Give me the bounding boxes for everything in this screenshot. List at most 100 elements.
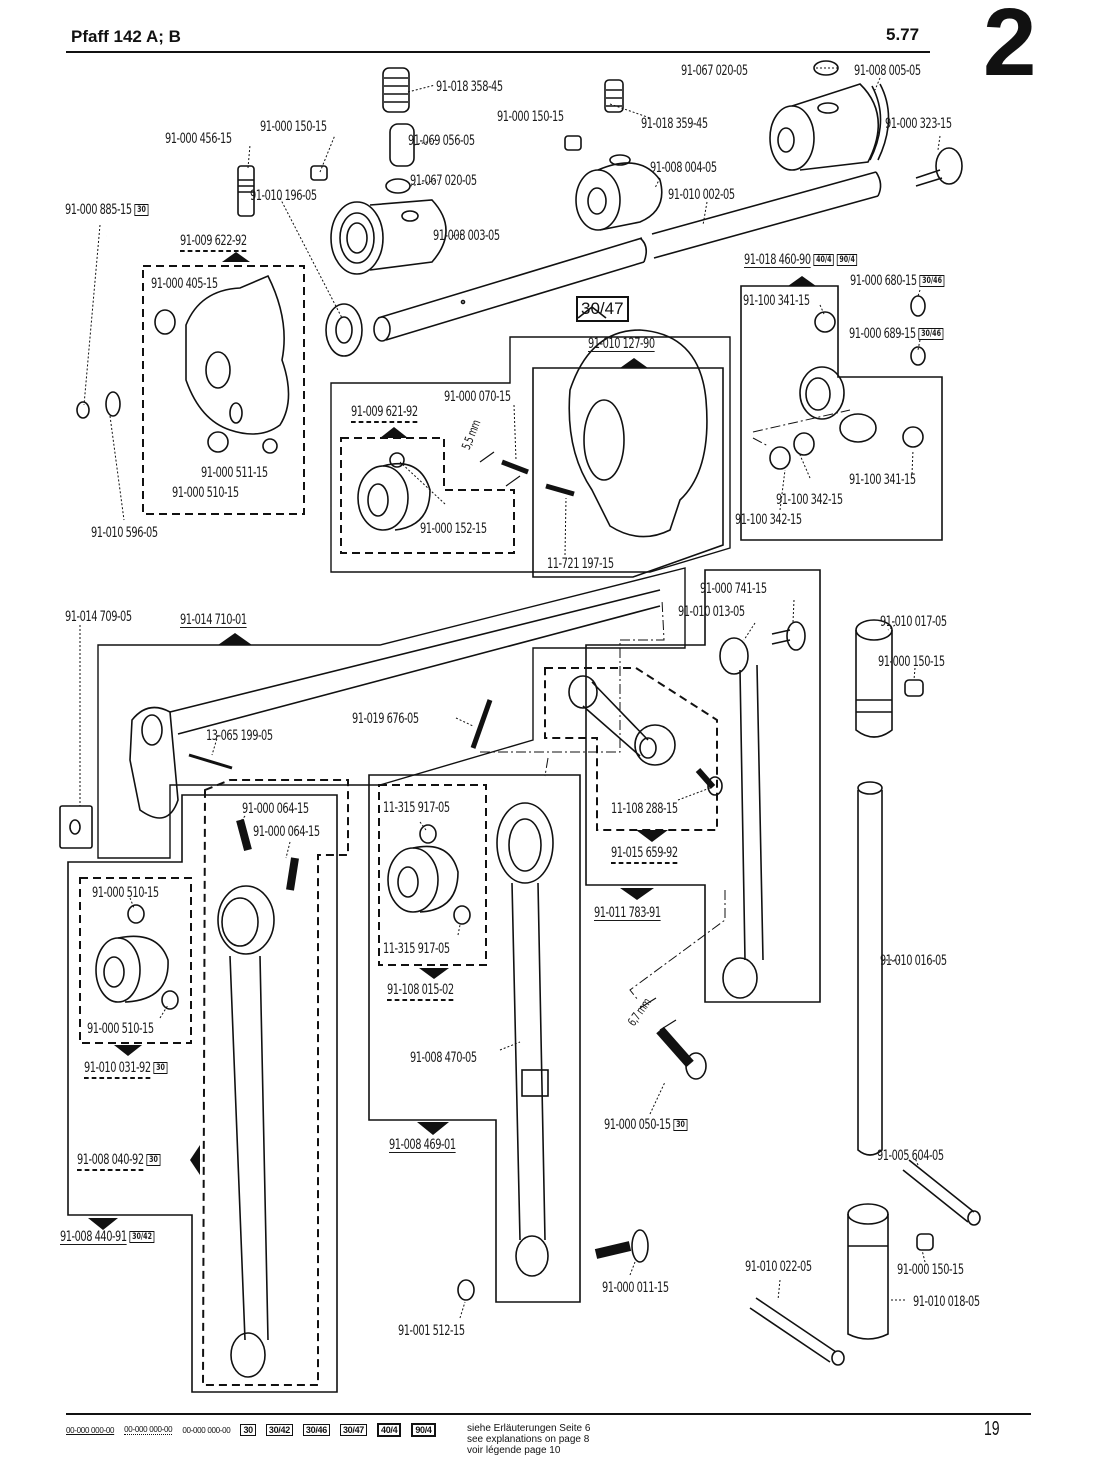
frame-91-009-621-92 (340, 437, 515, 554)
part-label[interactable]: 91-000 405-15 (151, 276, 218, 292)
assembly-label[interactable]: 91-008 469-01 (389, 1137, 456, 1153)
note-en: see explanations on page 8 (467, 1434, 590, 1445)
part-label[interactable]: 91-069 056-05 (408, 133, 475, 149)
frame-91-010-031-92 (79, 877, 192, 1044)
revision-date: 5.77 (886, 25, 920, 44)
assembly-label[interactable]: 91-011 783-91 (594, 905, 661, 921)
header-rule (66, 51, 930, 53)
part-label[interactable]: 91-019 676-05 (352, 711, 419, 727)
part-label[interactable]: 91-000 456-15 (165, 131, 232, 147)
part-label[interactable]: 91-100 342-15 (776, 492, 843, 508)
variant-tag: 30/46 (918, 328, 944, 340)
part-label[interactable]: 11-721 197-15 (547, 556, 614, 572)
part-label[interactable]: 91-001 512-15 (398, 1323, 465, 1339)
note-de: siehe Erläuterungen Seite 6 (467, 1423, 591, 1434)
center-lines (480, 409, 851, 1001)
part-label[interactable]: 91-010 196-05 (250, 188, 317, 204)
frame-91-014-710-01 (97, 567, 686, 859)
part-label[interactable]: 11-315 917-05 (383, 941, 450, 957)
subassembly-label[interactable]: 91-015 659-92 (611, 845, 678, 864)
part-label[interactable]: 91-000 152-15 (420, 521, 487, 537)
part-label[interactable]: 91-010 002-05 (668, 187, 735, 203)
washer-91-010-196-05 (325, 303, 363, 357)
part-label[interactable]: 91-000 150-15 (897, 1262, 964, 1278)
page-title: Pfaff 142 A; B (71, 27, 181, 46)
part-label[interactable]: 91-100 341-15 (743, 293, 810, 309)
large-parts (95, 274, 893, 1378)
part-label[interactable]: 91-010 013-05 (678, 604, 745, 620)
part-label[interactable]: 91-010 596-05 (91, 525, 158, 541)
bushing-91-008-005-05 (769, 83, 890, 171)
small-parts (59, 60, 981, 1366)
part-label[interactable]: 91-018 359-45 (641, 116, 708, 132)
part-label[interactable]: 91-000 064-15 (253, 824, 320, 840)
variant-tag: 30/42 (129, 1231, 155, 1243)
part-label[interactable]: 13-065 199-05 (206, 728, 273, 744)
assembly-frames (67, 285, 943, 1393)
part-label[interactable]: 91-000 064-15 (242, 801, 309, 817)
part-label[interactable]: 91-000 510-15 (92, 885, 159, 901)
part-label[interactable]: 91-010 016-05 (880, 953, 947, 969)
part-label[interactable]: 91-005 604-05 (877, 1148, 944, 1164)
assembly-label[interactable]: 91-010 127-90 (588, 336, 655, 352)
part-label[interactable]: 91-008 470-05 (410, 1050, 477, 1066)
legend-key-assembly: 00-000 000-00 (66, 1425, 115, 1435)
part-label[interactable]: 91-000 323-15 (885, 116, 952, 132)
part-label[interactable]: 91-014 709-05 (65, 609, 132, 625)
part-label[interactable]: 91-000 150-15 (260, 119, 327, 135)
variant-tag: 30 (673, 1119, 688, 1131)
part-label[interactable]: 91-067 020-05 (410, 173, 477, 189)
legend-tag: 30/47 (339, 1424, 367, 1436)
part-label[interactable]: 91-100 341-15 (849, 472, 916, 488)
frame-91-008-440-91 (67, 794, 338, 1393)
subassembly-label[interactable]: 91-009 622-92 (180, 233, 247, 252)
legend-key-part: 00-000 000-00 (182, 1425, 231, 1435)
variant-tag: 30 (146, 1154, 161, 1166)
footer-legend: 00-000 000-00 00-000 000-00 00-000 000-0… (66, 1423, 436, 1437)
frame-outer-3047 (330, 336, 731, 573)
part-label[interactable]: 91-000 510-15 (87, 1021, 154, 1037)
part-label[interactable]: 91-000 150-15 (497, 109, 564, 125)
part-label[interactable]: 91-000 510-15 (172, 485, 239, 501)
part-label[interactable]: 91-000 070-15 (444, 389, 511, 405)
frame-91-008-469-01 (368, 774, 581, 1303)
part-label[interactable]: 11-108 288-15 (611, 801, 678, 817)
bushing-91-008-003-05 (330, 199, 447, 275)
part-label[interactable]: 91-010 018-05 (913, 1294, 980, 1310)
frame-91-009-622-92 (142, 265, 305, 515)
part-label[interactable]: 91-000 511-15 (201, 465, 268, 481)
variant-tag: 90/4 (837, 254, 858, 266)
part-label[interactable]: 91-008 003-05 (433, 228, 500, 244)
leader-lines (79, 67, 941, 1319)
note-fr: voir légende page 10 (467, 1445, 561, 1456)
part-label[interactable]: 91-018 358-45 (436, 79, 503, 95)
legend-tag: 30/42 (265, 1424, 293, 1436)
part-label[interactable]: 11-315 917-05 (383, 800, 450, 816)
part-label[interactable]: 91-010 017-05 (880, 614, 947, 630)
part-label[interactable]: 91-000 011-15 (602, 1280, 669, 1296)
group-markers (88, 252, 816, 1230)
part-label[interactable]: 91-100 342-15 (735, 512, 802, 528)
subassembly-label[interactable]: 91-108 015-02 (387, 982, 454, 1001)
part-label[interactable]: 91-000 741-15 (700, 581, 767, 597)
subassembly-label[interactable]: 91-009 621-92 (351, 404, 418, 423)
part-label[interactable]: 91-067 020-05 (681, 63, 748, 79)
assembly-label[interactable]: 91-014 710-01 (180, 612, 247, 628)
part-label[interactable]: 91-008 005-05 (854, 63, 921, 79)
part-label[interactable]: 91-000 150-15 (878, 654, 945, 670)
bushing-91-008-004-05 (575, 154, 663, 231)
legend-tag: 30/46 (302, 1424, 330, 1436)
footer-notes: siehe Erläuterungen Seite 6 see explanat… (467, 1423, 590, 1456)
legend-key-subassembly: 00-000 000-00 (124, 1425, 173, 1435)
part-label[interactable]: 91-010 022-05 (745, 1259, 812, 1275)
shaft-91-010-002-05 (373, 171, 882, 342)
part-label[interactable]: 91-008 004-05 (650, 160, 717, 176)
